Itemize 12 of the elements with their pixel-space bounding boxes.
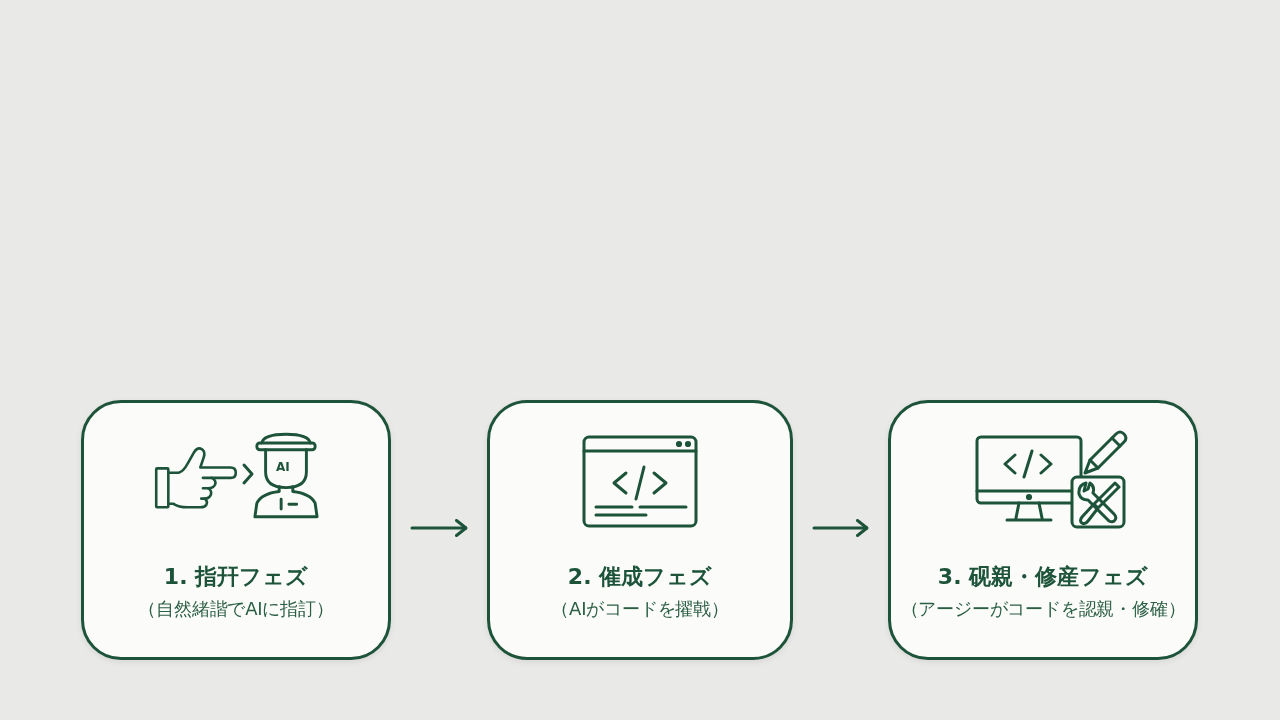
- phase-box: [487, 400, 793, 660]
- icon-label: AI: [276, 460, 290, 474]
- phase-description: （AIがコードを擢戟）: [551, 597, 729, 621]
- phase-title: 3. 砚親・修産フェズ: [937, 563, 1149, 591]
- phase-title: 1. 指幵フェズ: [163, 563, 309, 591]
- phase-title: 2. 催成フェズ: [567, 563, 713, 591]
- phase-box: [888, 400, 1198, 660]
- arrow: [410, 519, 468, 537]
- phase-description: （アージーがコードを認親・修確）: [900, 597, 1186, 621]
- phase-description: （自然緒諧でAIに指訂）: [138, 597, 334, 621]
- arrow: [812, 519, 869, 537]
- phase-box: [81, 400, 391, 660]
